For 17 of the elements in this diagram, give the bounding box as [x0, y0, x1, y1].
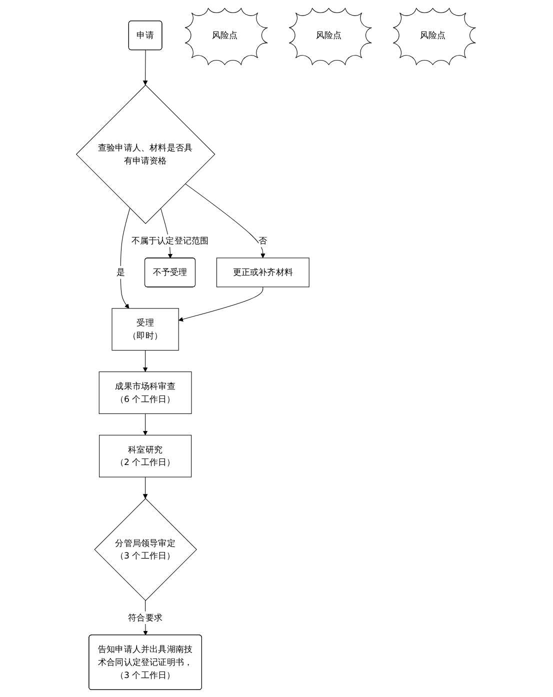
node-diamond: 查验申请人、材料是否具有申请资格 — [76, 84, 216, 224]
edge-label: 否 — [259, 234, 268, 246]
edge-label: 是 — [116, 266, 126, 277]
arrow — [120, 207, 131, 308]
node-box: 受理 （即时） — [112, 308, 180, 350]
arrow — [178, 286, 264, 322]
arrow — [143, 49, 148, 85]
edge-label: 不属于认定登记范围 — [132, 234, 210, 246]
arrow — [185, 182, 266, 258]
arrow — [143, 476, 148, 498]
edge-label: 符合要求 — [128, 612, 163, 622]
node-box: 科室研究 （2 个工作日） — [100, 434, 192, 477]
arrow — [143, 412, 148, 435]
node-box: 更正或补齐材料 — [216, 257, 310, 287]
arrow — [143, 350, 148, 372]
node-diamond: 分管局领导审定 （3 个工作日） — [94, 498, 198, 600]
node-box: 成果市场科审查 （6 个工作日） — [99, 371, 192, 414]
